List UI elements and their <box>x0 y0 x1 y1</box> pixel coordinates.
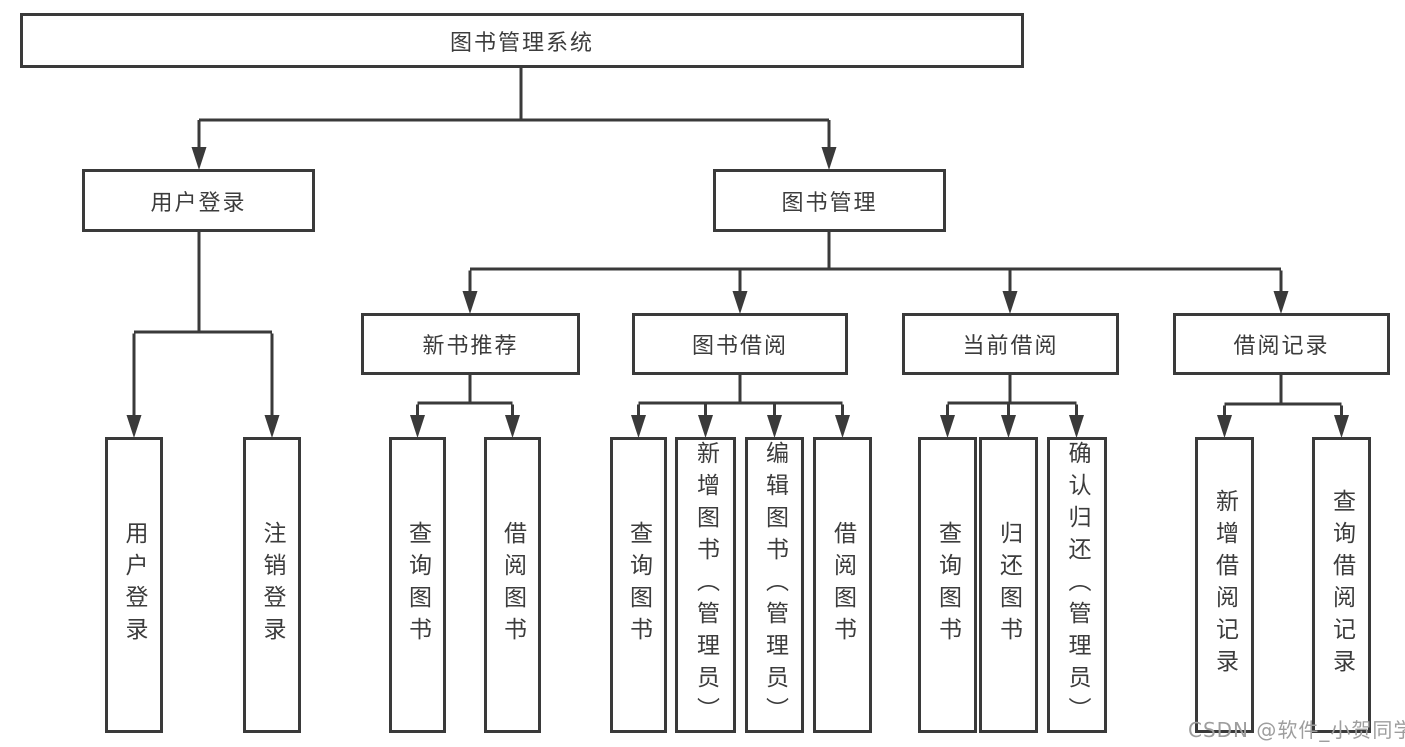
arrowhead <box>1217 415 1232 438</box>
arrowhead <box>631 415 646 438</box>
node-borrowing-records: 借阅记录 <box>1173 313 1390 375</box>
arrowhead <box>410 415 425 438</box>
leaf-add-borrow-record: 新增借阅记录 <box>1195 437 1254 733</box>
leaf-query-books-current: 查询图书 <box>918 437 977 733</box>
leaf-query-borrow-record: 查询借阅记录 <box>1312 437 1371 733</box>
leaf-user-login: 用户登录 <box>105 437 163 733</box>
leaf-label: 注销登录 <box>259 521 285 649</box>
leaf-label: 新增图书（管理员） <box>692 441 719 729</box>
node-current-borrowing: 当前借阅 <box>902 313 1119 375</box>
connector-borrow-records-to-leaves <box>1217 373 1349 438</box>
leaf-add-book-admin: 新增图书（管理员） <box>675 437 736 733</box>
connector-current-borrow-to-leaves <box>940 373 1084 438</box>
node-new-book-recommend: 新书推荐 <box>361 313 580 375</box>
leaf-label: 查询借阅记录 <box>1328 489 1355 681</box>
connector-new-book-to-leaves <box>410 373 520 438</box>
arrowhead <box>1002 291 1018 314</box>
arrowhead <box>767 415 782 438</box>
arrowhead <box>505 415 520 438</box>
arrowhead <box>821 147 837 170</box>
arrowhead <box>1273 291 1289 314</box>
connector-book-mgmt-to-level3 <box>462 230 1289 314</box>
leaf-query-books-newbook: 查询图书 <box>389 437 446 733</box>
arrowhead <box>191 147 207 170</box>
node-library-system: 图书管理系统 <box>20 13 1024 68</box>
leaf-label: 借阅图书 <box>829 521 856 649</box>
connector-root-to-level2 <box>191 66 837 170</box>
arrowhead <box>1069 415 1084 438</box>
arrowhead <box>732 291 748 314</box>
node-book-borrowing: 图书借阅 <box>632 313 848 375</box>
leaf-label: 查询图书 <box>934 521 961 649</box>
leaf-label: 编辑图书（管理员） <box>761 441 788 729</box>
leaf-label: 借阅图书 <box>499 521 526 649</box>
leaf-return-books: 归还图书 <box>979 437 1038 733</box>
arrowhead <box>1334 415 1349 438</box>
connector-book-borrow-to-leaves <box>631 373 850 438</box>
leaf-confirm-return-admin: 确认归还（管理员） <box>1047 437 1107 733</box>
leaf-label: 新增借阅记录 <box>1211 489 1238 681</box>
leaf-label: 查询图书 <box>404 521 431 649</box>
leaf-label: 查询图书 <box>625 521 652 649</box>
arrowhead <box>940 415 955 438</box>
node-user-login: 用户登录 <box>82 169 315 232</box>
arrowhead <box>126 415 142 438</box>
leaf-logout: 注销登录 <box>243 437 301 733</box>
arrowhead <box>264 415 280 438</box>
watermark: CSDN @软件_小贺同学 <box>1188 718 1405 742</box>
leaf-edit-book-admin: 编辑图书（管理员） <box>745 437 804 733</box>
arrowhead <box>698 415 713 438</box>
leaf-query-books-borrow: 查询图书 <box>610 437 667 733</box>
leaf-label: 用户登录 <box>121 521 147 649</box>
leaf-borrow-books-newbook: 借阅图书 <box>484 437 541 733</box>
arrowhead <box>1001 415 1016 438</box>
leaf-label: 确认归还（管理员） <box>1064 441 1090 729</box>
leaf-label: 归还图书 <box>995 521 1022 649</box>
connector-user-login-to-leaves <box>126 230 280 438</box>
leaf-borrow-books-borrow: 借阅图书 <box>813 437 872 733</box>
arrowhead <box>835 415 850 438</box>
arrowhead <box>462 291 478 314</box>
node-book-management: 图书管理 <box>713 169 946 232</box>
